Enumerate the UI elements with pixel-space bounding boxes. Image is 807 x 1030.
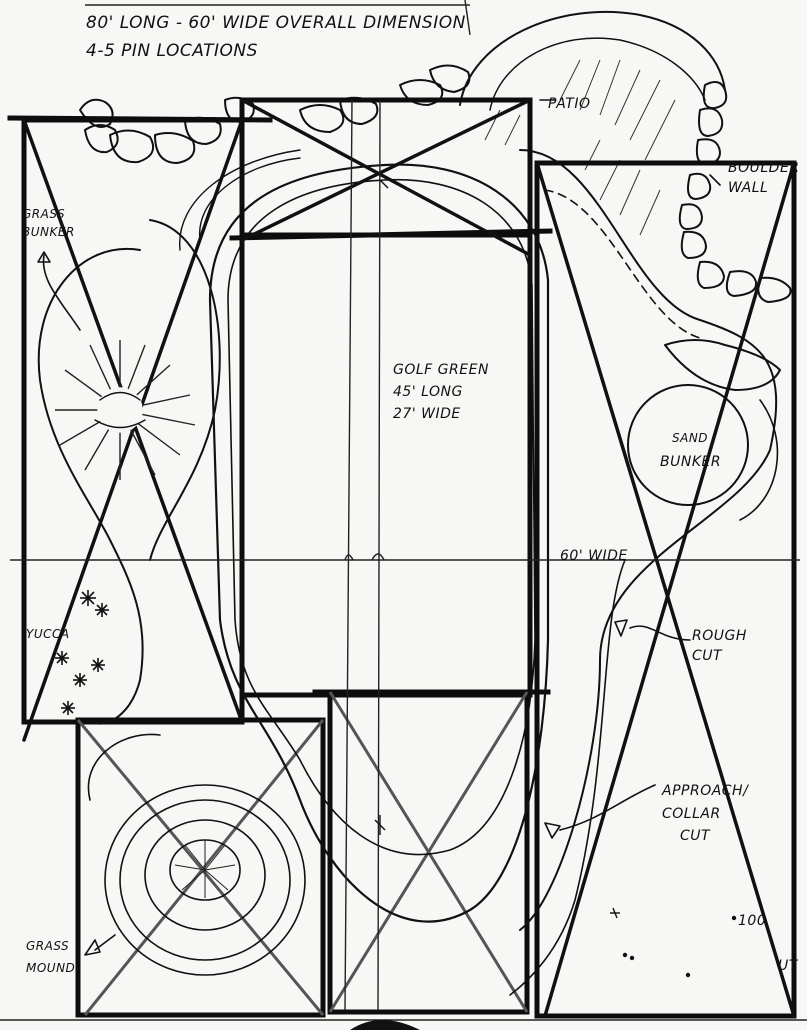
- label-grass-mound-1: GRASS: [26, 939, 69, 953]
- label-collar: COLLAR: [662, 806, 721, 822]
- note-pin-locations: 4-5 PIN LOCATIONS: [86, 41, 258, 61]
- bottom-left-rectangle: [75, 717, 326, 1018]
- label-green-width: 27' WIDE: [393, 406, 461, 422]
- cross-marks: [22, 98, 796, 1018]
- label-grass-mound-2: MOUND: [26, 961, 75, 975]
- label-60-wide: 60' WIDE: [560, 548, 628, 564]
- label-green-length: 45' LONG: [393, 384, 463, 400]
- label-boulder: BOULDER: [728, 160, 800, 176]
- boulder-wall-arc: [459, 10, 726, 106]
- grass-bunker-hatch: [55, 340, 196, 480]
- label-edge-ut: UT: [778, 958, 799, 974]
- leader-arrows: [37, 99, 721, 956]
- label-yucca: YUCCA: [26, 627, 70, 641]
- label-sand-bunker: BUNKER: [660, 454, 721, 470]
- grass-mound: [87, 733, 306, 976]
- grass-bunker-outline: [37, 219, 221, 725]
- tick-marks: [374, 179, 737, 978]
- yucca-plants: [55, 590, 109, 715]
- sand-bunker: [627, 384, 779, 521]
- boulder-wall-inner-arc: [489, 37, 706, 111]
- frame-rectangles: [7, 97, 797, 1019]
- boulder-wall-hatch: [484, 59, 676, 236]
- label-golf-green: GOLF GREEN: [393, 362, 489, 378]
- header-bracket: [464, 0, 471, 36]
- center-rectangle: [239, 232, 533, 698]
- label-approach: APPROACH/: [661, 783, 749, 799]
- golf-green-outline: [179, 149, 550, 923]
- bottom-center-rectangle: [327, 689, 530, 1015]
- label-collar-cut: CUT: [680, 828, 711, 844]
- label-rough: ROUGH: [692, 628, 747, 644]
- right-rectangle: [534, 160, 797, 1019]
- label-grass-bunker-2: BUNKER: [22, 225, 75, 239]
- label-rough-cut: CUT: [692, 648, 723, 664]
- note-dimensions: 80' LONG - 60' WIDE OVERALL DIMENSION: [86, 13, 466, 33]
- label-wall: WALL: [728, 180, 768, 196]
- label-patio: PATIO: [548, 96, 591, 112]
- collar-outline: [509, 149, 778, 996]
- label-edge-100: 100: [738, 913, 766, 929]
- label-sand: SAND: [672, 431, 708, 445]
- boulders-top-left: [79, 64, 471, 164]
- bottom-blot: [350, 1020, 420, 1030]
- boulder-stones: [664, 80, 792, 391]
- center-line-2: [377, 99, 381, 1011]
- label-grass-bunker-1: GRASS: [22, 207, 65, 221]
